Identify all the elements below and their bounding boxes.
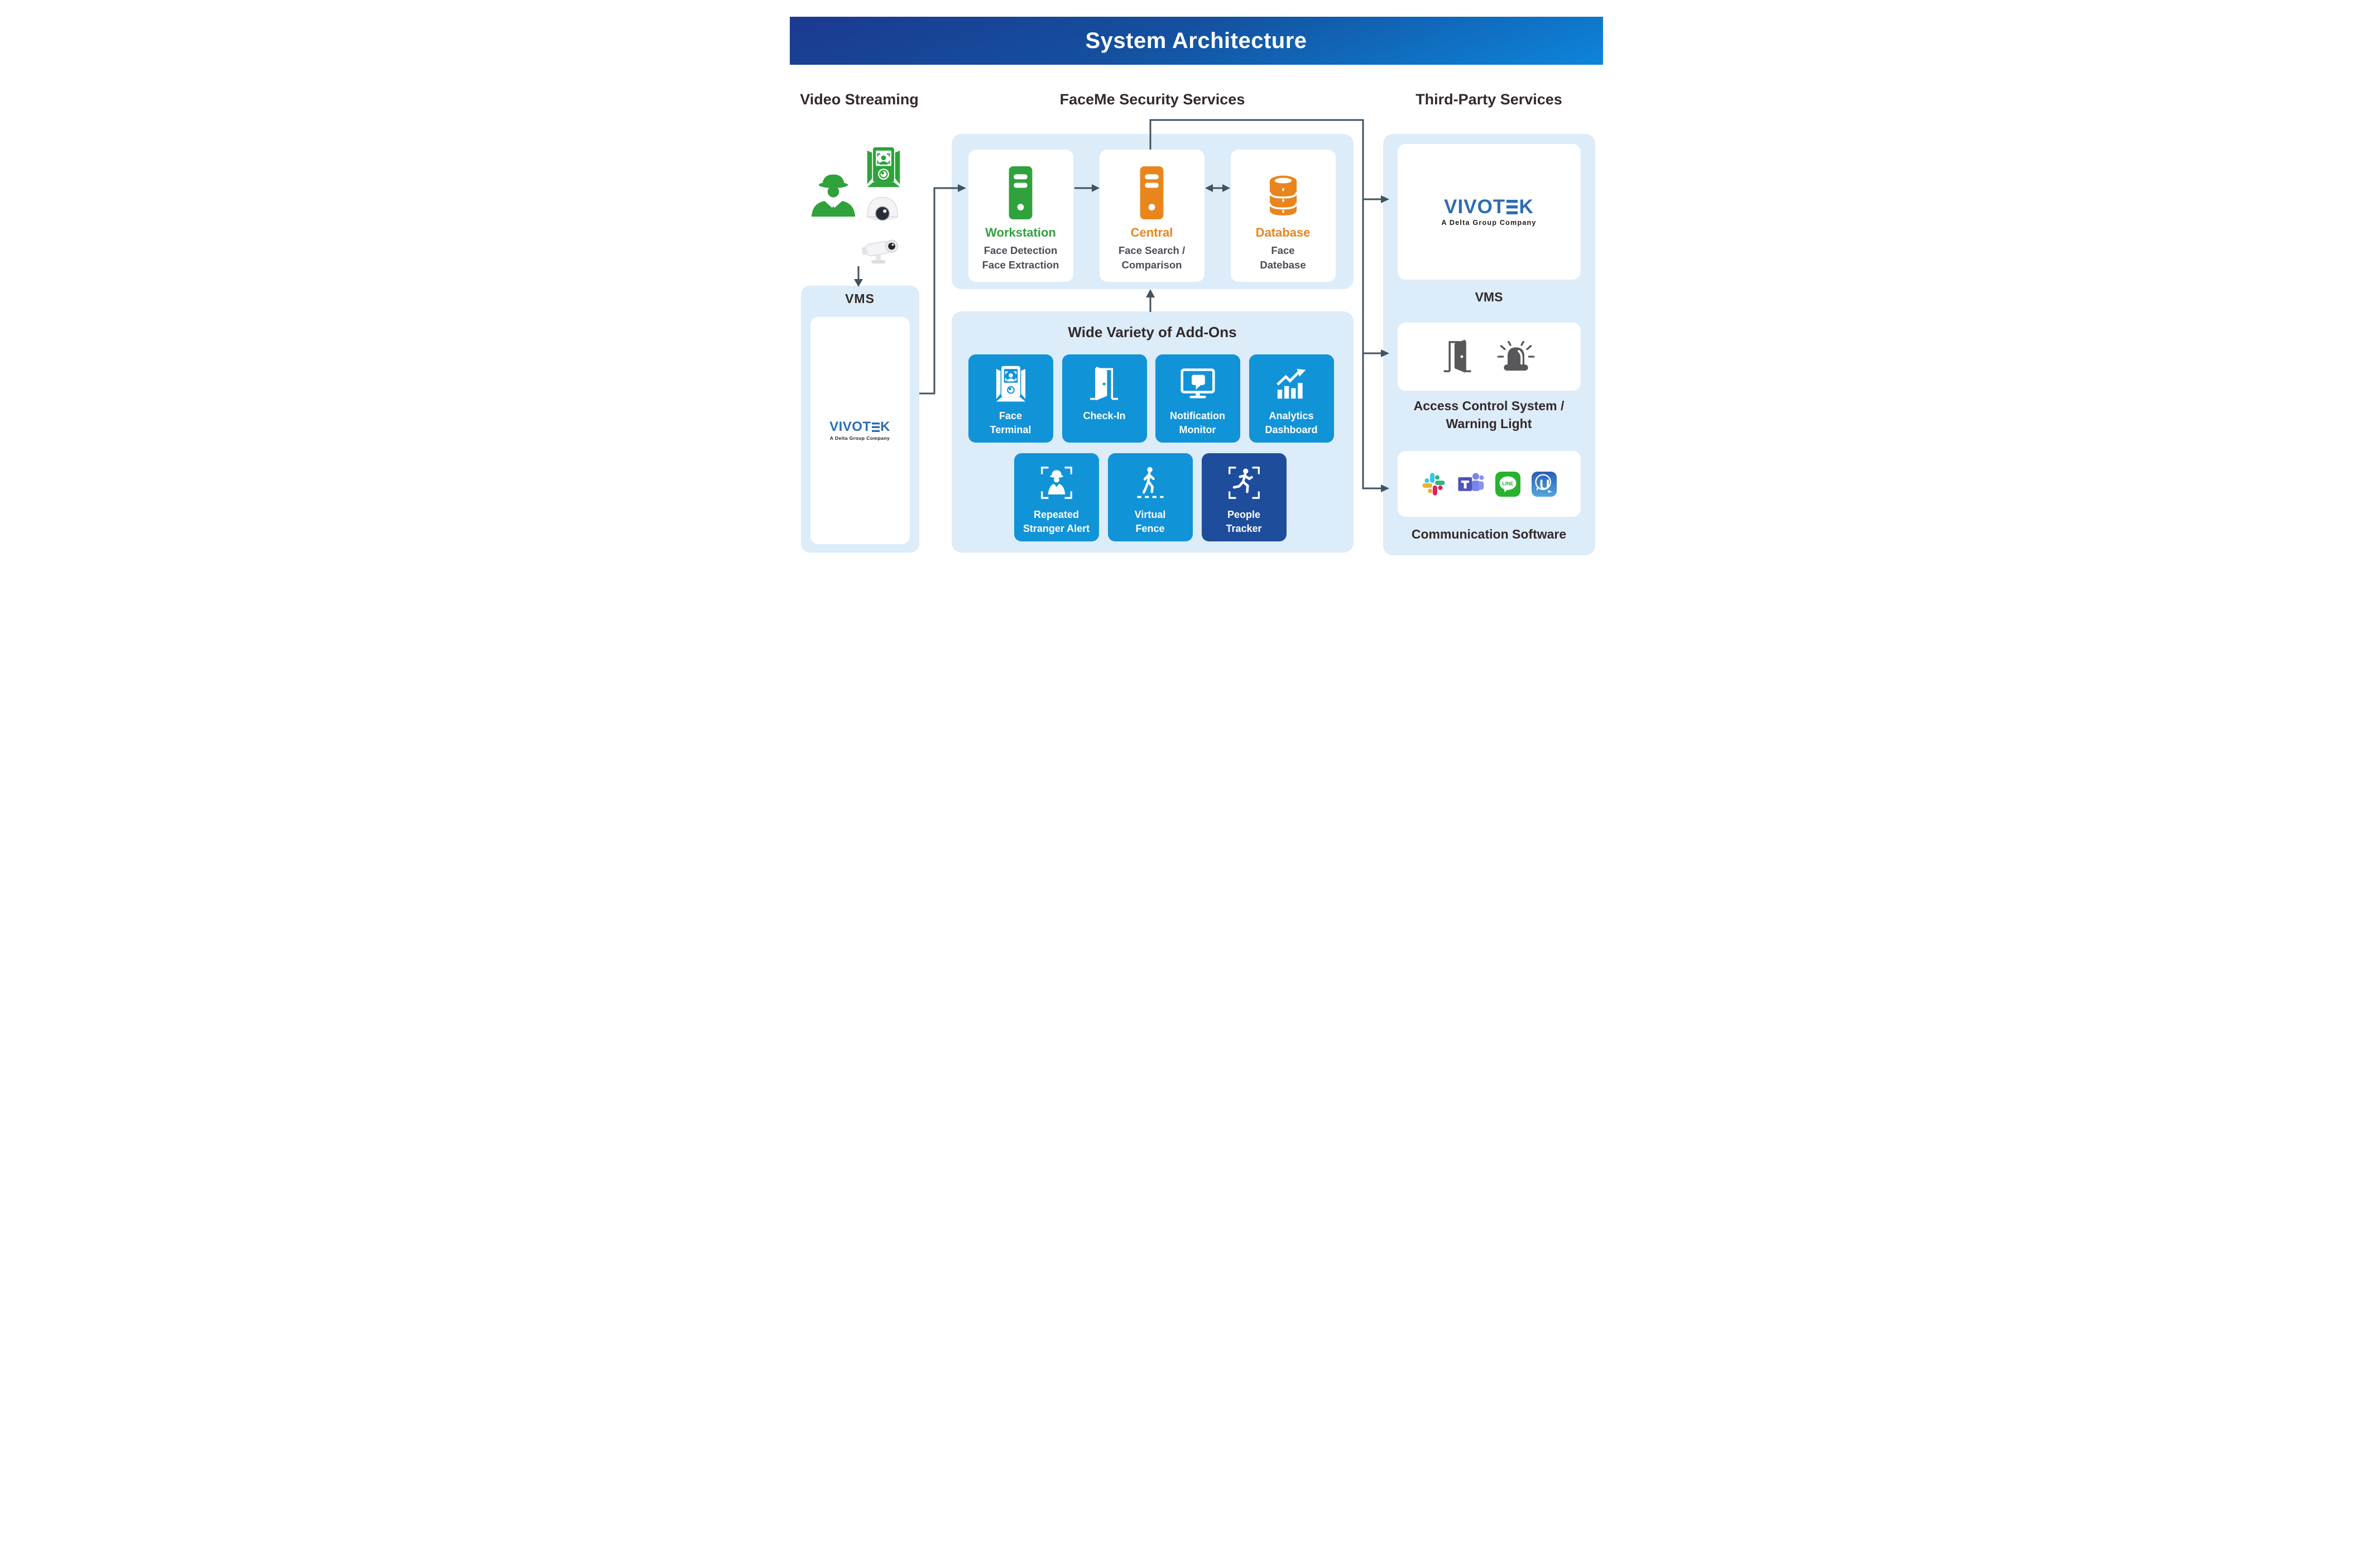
tile-label-line: Notification <box>1170 410 1225 421</box>
third-party-vms-label: VMS <box>1475 290 1503 304</box>
communication-card: LINE U <box>1397 451 1581 517</box>
access-control-card <box>1397 323 1581 391</box>
tile-face-terminal: Face Terminal <box>968 354 1053 443</box>
tile-repeated-stranger-alert: Repeated Stranger Alert <box>1014 453 1099 541</box>
line-icon-text: LINE <box>1502 481 1513 486</box>
virtual-fence-icon <box>1134 460 1167 506</box>
workstation-server-icon <box>1005 150 1037 220</box>
central-server-icon <box>1136 150 1168 220</box>
tile-label: Repeated Stranger Alert <box>1023 508 1090 536</box>
brand-part-e: E <box>1505 197 1519 217</box>
microsoft-teams-icon <box>1457 472 1484 496</box>
tile-label: People Tracker <box>1226 508 1261 536</box>
section-heading-third-party: Third-Party Services <box>1415 91 1562 108</box>
tile-virtual-fence: Virtual Fence <box>1107 453 1193 541</box>
tile-label-line: Check-In <box>1083 410 1126 421</box>
tile-label-line: Repeated <box>1033 509 1079 520</box>
brand-part: VIVOT <box>829 419 871 434</box>
tile-label-line: Virtual <box>1134 509 1166 520</box>
tile-label-line: Monitor <box>1179 424 1216 436</box>
central-label: Central <box>1130 225 1173 239</box>
people-tracker-icon <box>1228 460 1260 506</box>
database-icon <box>1263 150 1303 220</box>
system-architecture-diagram: System Architecture Video Streaming Face… <box>759 0 1621 567</box>
communication-label: Communication Software <box>1411 527 1567 541</box>
tile-label: Check-In <box>1083 409 1125 423</box>
vivotek-tagline: A Delta Group Company <box>1441 219 1537 227</box>
tile-label-line: Face <box>999 410 1023 421</box>
access-label-line: Warning Light <box>1446 416 1532 431</box>
vms-software-card: VIVOTEK A Delta Group Company <box>810 317 910 544</box>
vivotek-wordmark: VIVOTEK <box>1444 197 1534 217</box>
tile-label-line: Terminal <box>990 424 1031 436</box>
stranger-person-icon <box>807 172 860 218</box>
section-heading-faceme: FaceMe Security Services <box>1059 91 1245 108</box>
door-icon <box>1443 339 1473 375</box>
function-line: Comparison <box>1121 259 1182 271</box>
dome-camera-image <box>866 194 899 225</box>
face-terminal-icon <box>995 361 1027 407</box>
function-line: Face Extraction <box>982 259 1059 271</box>
page-title: System Architecture <box>1085 28 1307 53</box>
tile-label-line: Tracker <box>1226 523 1262 535</box>
vivotek-tagline: A Delta Group Company <box>829 435 890 441</box>
brand-part: VIVOT <box>1444 196 1506 218</box>
tile-label-line: Fence <box>1135 523 1165 535</box>
title-banner: System Architecture <box>789 17 1603 65</box>
third-party-vms-card: VIVOTEK A Delta Group Company <box>1397 144 1581 280</box>
vivotek-logo: VIVOTEK A Delta Group Company <box>829 420 890 441</box>
tile-label: Analytics Dashboard <box>1265 409 1317 437</box>
tile-label-line: Dashboard <box>1265 424 1318 436</box>
function-line: Face <box>1271 244 1295 256</box>
central-card: Central Face Search / Comparison <box>1099 150 1205 282</box>
database-functions: Face Datebase <box>1260 243 1306 273</box>
tile-people-tracker: People Tracker <box>1201 453 1287 541</box>
tile-check-in: Check-In <box>1062 354 1147 443</box>
database-label: Database <box>1255 225 1311 239</box>
stranger-alert-icon <box>1040 460 1073 506</box>
brand-part: K <box>880 419 890 434</box>
notification-monitor-icon <box>1180 361 1215 407</box>
tile-label: Virtual Fence <box>1135 508 1166 536</box>
workstation-functions: Face Detection Face Extraction <box>982 243 1059 273</box>
tile-analytics-dashboard: Analytics Dashboard <box>1249 354 1334 443</box>
brand-part-e: E <box>871 420 881 434</box>
vms-panel-label: VMS <box>845 291 875 306</box>
tile-notification-monitor: Notification Monitor <box>1155 354 1240 443</box>
addons-heading: Wide Variety of Add-Ons <box>1068 324 1237 340</box>
function-line: Face Search / <box>1118 244 1186 256</box>
function-line: Datebase <box>1260 259 1306 271</box>
analytics-dashboard-icon <box>1275 361 1308 407</box>
brand-part: K <box>1519 196 1534 218</box>
line-icon: LINE <box>1495 471 1520 497</box>
warning-light-icon <box>1496 341 1536 372</box>
function-line: Face Detection <box>983 244 1058 256</box>
workstation-label: Workstation <box>985 225 1056 239</box>
access-control-label: Access Control System / Warning Light <box>1383 397 1595 433</box>
vivotek-logo: VIVOTEK A Delta Group Company <box>1441 197 1536 227</box>
central-functions: Face Search / Comparison <box>1119 243 1185 273</box>
database-card: Database Face Datebase <box>1230 150 1336 282</box>
check-in-door-icon <box>1089 361 1120 407</box>
access-label-line: Access Control System / <box>1413 399 1565 413</box>
face-terminal-device-icon <box>865 147 902 188</box>
workstation-card: Workstation Face Detection Face Extracti… <box>968 150 1073 282</box>
tile-label-line: Analytics <box>1269 410 1314 421</box>
u-icon-text: U <box>1539 477 1549 492</box>
tile-label-line: Stranger Alert <box>1023 523 1090 535</box>
vivotek-wordmark: VIVOTEK <box>829 420 890 434</box>
tile-label-line: People <box>1227 509 1261 520</box>
slack-icon <box>1421 472 1446 497</box>
tile-label: Notification Monitor <box>1170 409 1225 437</box>
bullet-camera-image <box>861 233 901 267</box>
u-messenger-icon: U <box>1532 471 1557 497</box>
section-heading-video-streaming: Video Streaming <box>800 91 919 108</box>
tile-label: Face Terminal <box>990 409 1031 437</box>
